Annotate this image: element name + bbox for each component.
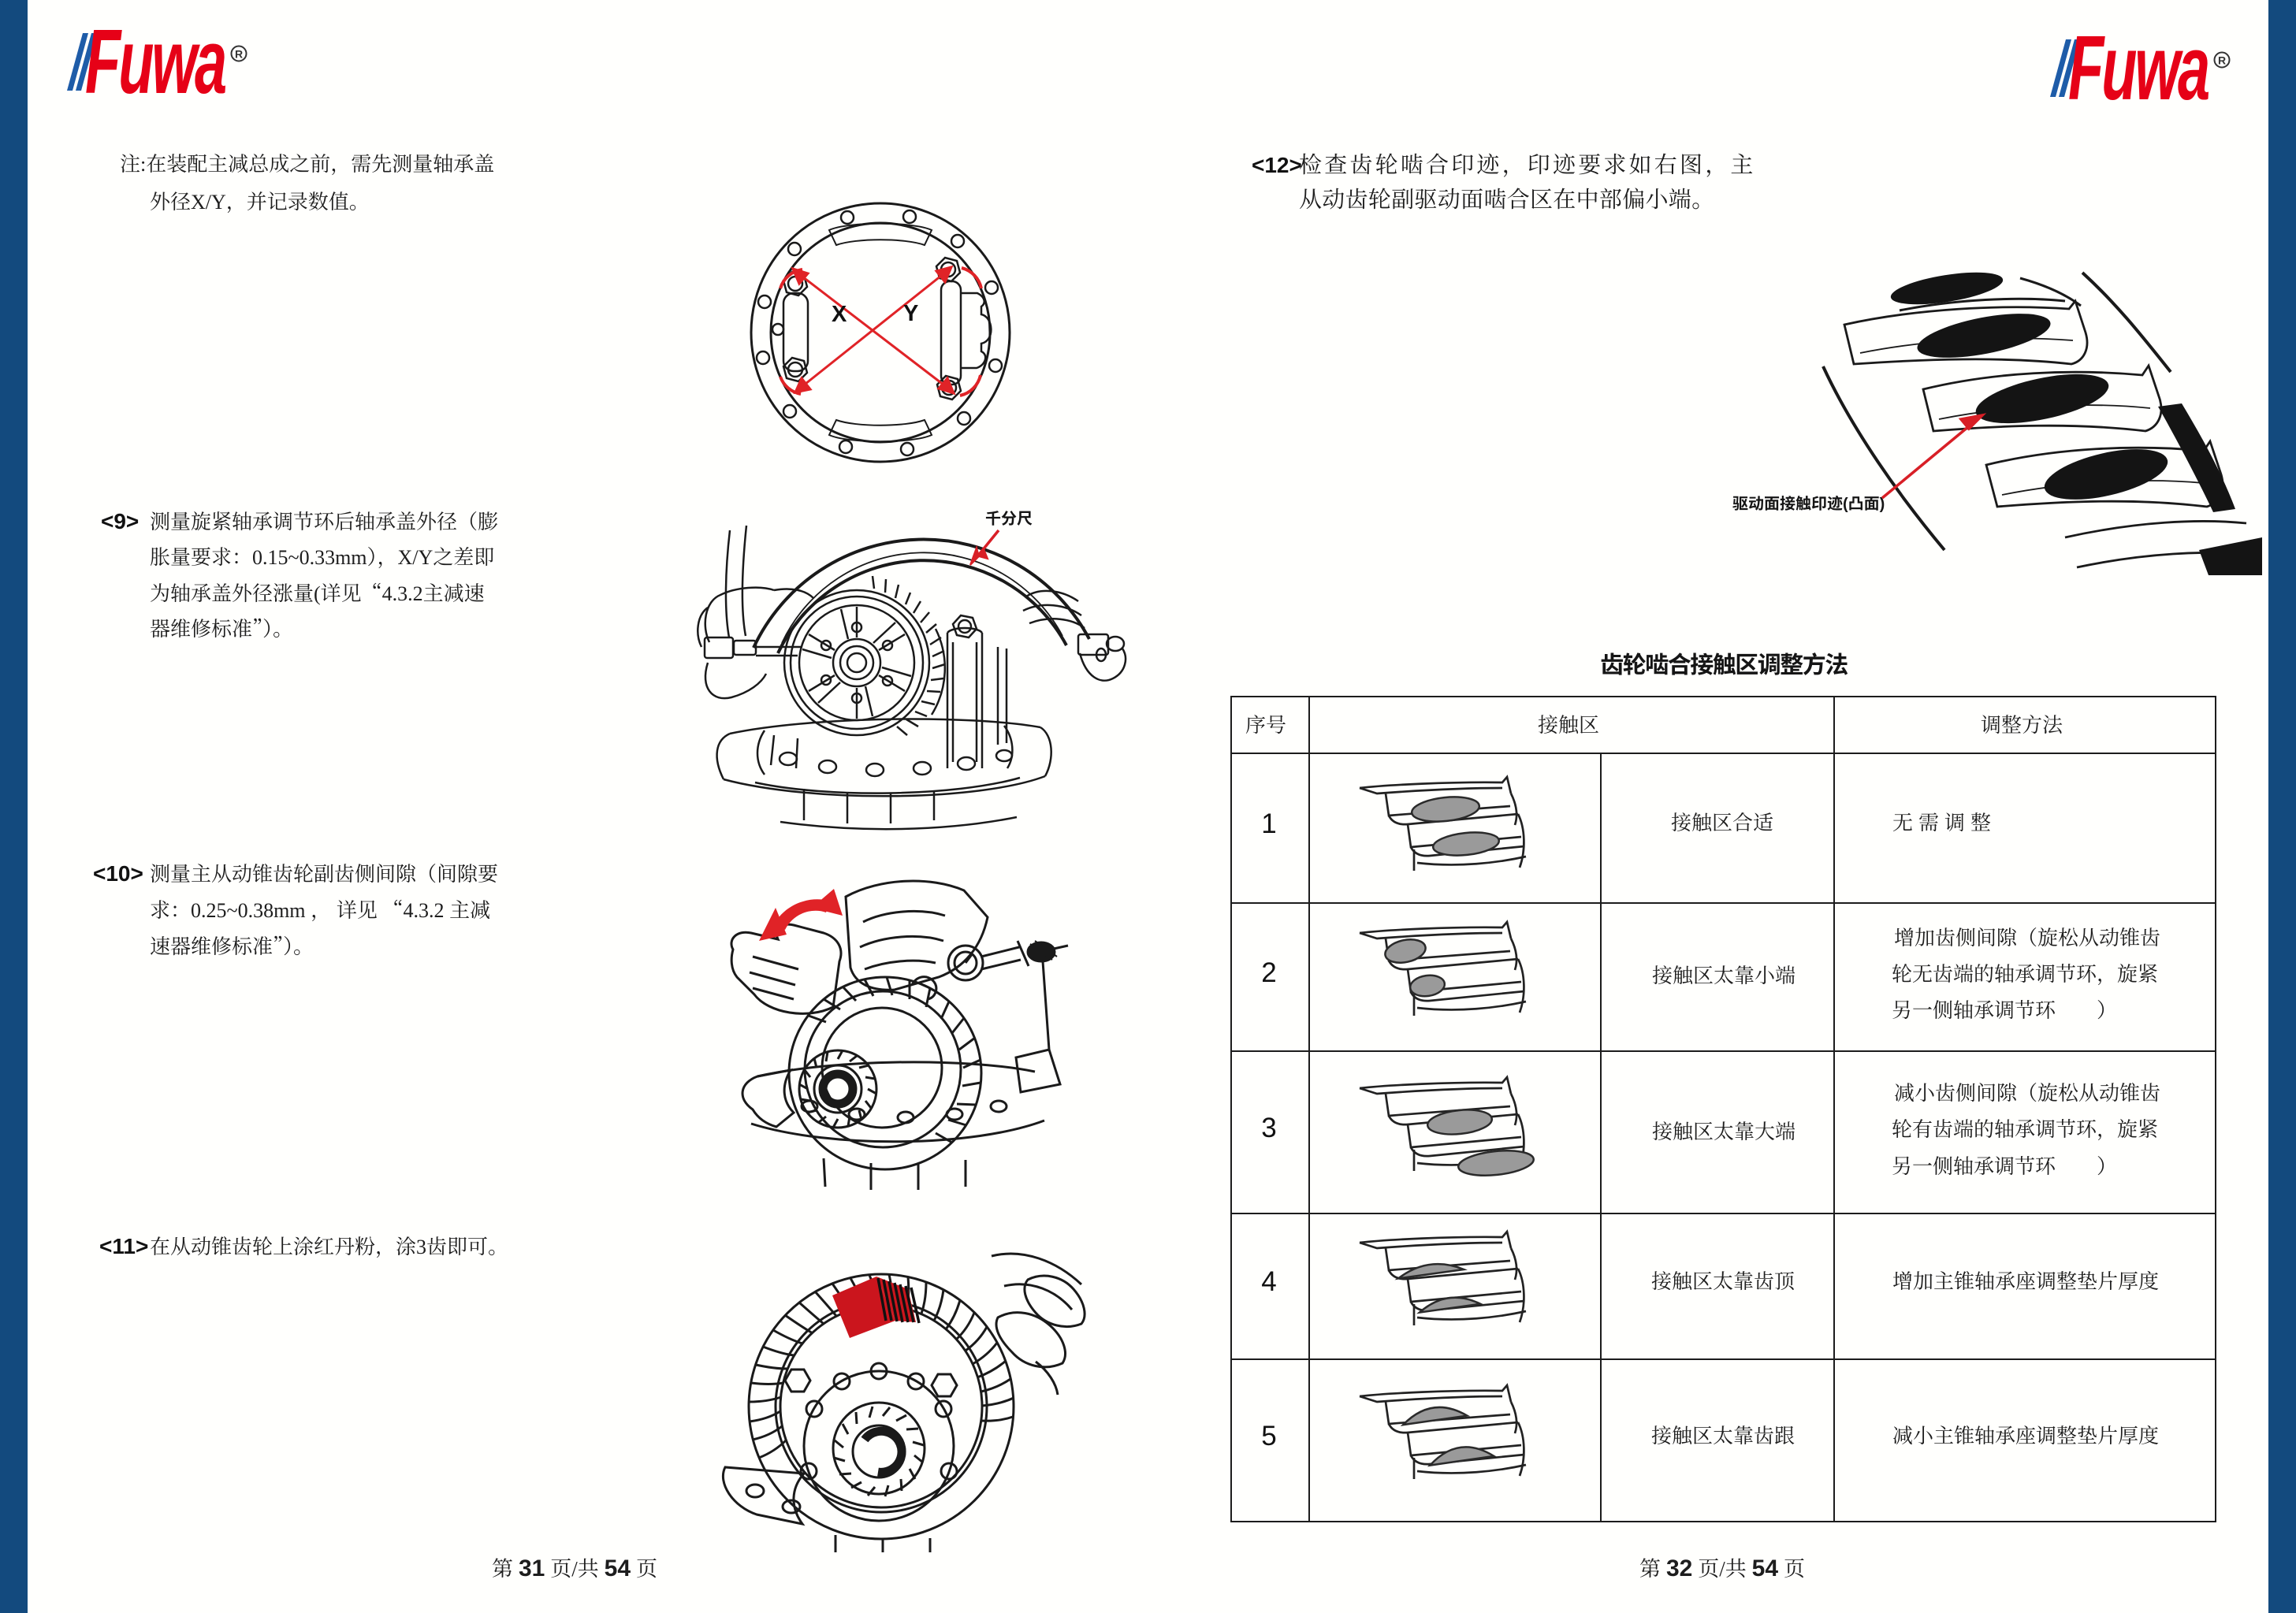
svg-text:R: R xyxy=(2218,54,2226,67)
svg-text:Fuwa: Fuwa xyxy=(2068,17,2209,119)
svg-text:Fuwa: Fuwa xyxy=(85,10,225,113)
svg-text:R: R xyxy=(235,48,243,61)
svg-text:X: X xyxy=(832,302,847,327)
svg-text:Y: Y xyxy=(903,301,918,326)
